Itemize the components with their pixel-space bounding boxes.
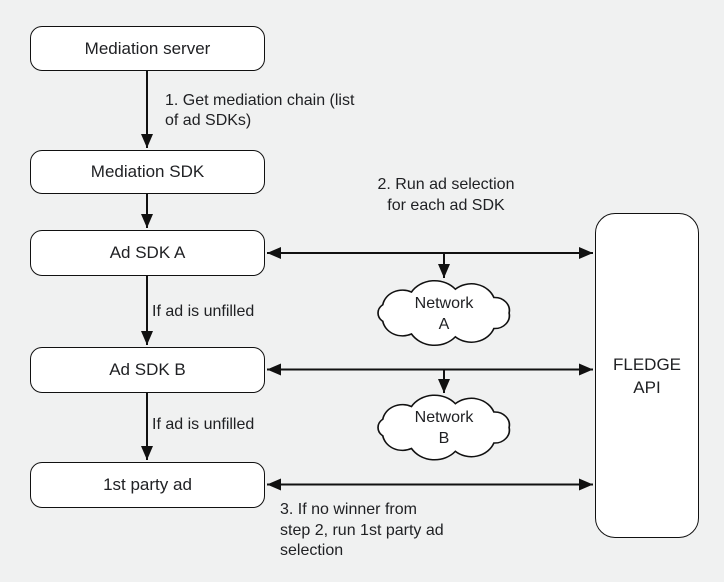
node-fledge-api: FLEDGE API (595, 213, 699, 538)
node-first-party-ad-label: 1st party ad (103, 475, 192, 494)
annotation-step2-line1: 2. Run ad selection (377, 176, 515, 193)
annotation-step1-line2: of ad SDKs) (165, 112, 252, 129)
node-mediation-server: Mediation server (30, 26, 265, 71)
network-b-label: Network B (374, 397, 514, 458)
node-mediation-sdk-label: Mediation SDK (90, 162, 205, 181)
node-mediation-sdk: Mediation SDK (30, 150, 265, 194)
annotation-step3-line3: selection (280, 542, 344, 559)
network-b-label-line1: Network (414, 408, 474, 426)
annotation-step3-line2: step 2, run 1st party ad (280, 521, 444, 539)
network-a-label: Network A (374, 283, 514, 344)
network-a-label-line1: Network (414, 294, 474, 312)
node-ad-sdk-a: Ad SDK A (30, 230, 265, 276)
annotation-step2: 2. Run ad selection for each ad SDK (364, 174, 528, 216)
node-fledge-api-label-line2: API (633, 377, 661, 397)
network-b-label-line2: B (438, 429, 450, 447)
network-a-label-line2: A (438, 315, 450, 333)
annotation-step3: 3. If no winner from step 2, run 1st par… (280, 500, 444, 562)
node-mediation-server-label: Mediation server (84, 38, 211, 58)
annotation-step1-line1: 1. Get mediation chain (list (165, 92, 355, 109)
node-ad-sdk-a-label: Ad SDK A (109, 243, 186, 262)
node-ad-sdk-b-label: Ad SDK B (109, 360, 186, 379)
node-fledge-api-label-line1: FLEDGE (612, 354, 682, 374)
annotation-unfilled-b: If ad is unfilled (152, 416, 255, 433)
annotation-step1: 1. Get mediation chain (list of ad SDKs) (165, 91, 354, 131)
annotation-step3-line1: 3. If no winner from (280, 501, 417, 518)
annotation-unfilled-a: If ad is unfilled (152, 303, 255, 320)
node-first-party-ad: 1st party ad (30, 462, 265, 508)
annotation-step2-line2: for each ad SDK (387, 197, 505, 214)
node-ad-sdk-b: Ad SDK B (30, 347, 265, 393)
